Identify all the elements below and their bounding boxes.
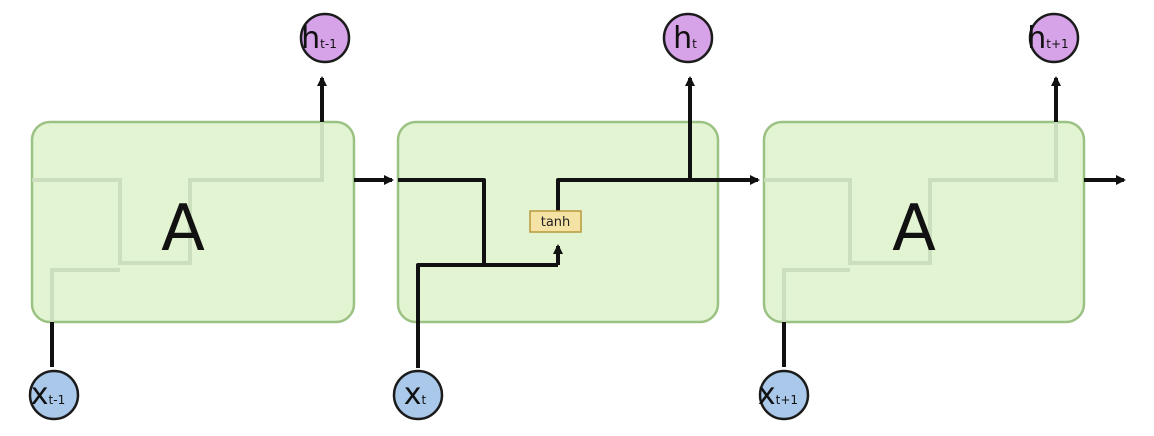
output-prev-symbol: h [301, 21, 320, 56]
input-prev-subscript: t-1 [49, 393, 66, 407]
svg-text:ht: ht [673, 21, 697, 56]
svg-text:xt: xt [404, 377, 427, 412]
svg-text:xt-1: xt-1 [31, 377, 65, 412]
rnn-cell-next: A [762, 120, 1086, 324]
output-next-symbol: h [1027, 21, 1046, 56]
input-next-subscript: t+1 [776, 393, 798, 407]
output-node-prev: ht-1 [299, 12, 351, 64]
output-node-next: ht+1 [1027, 12, 1080, 64]
cell-prev-ghost-wiring [32, 122, 324, 322]
cell-prev-label: A [161, 192, 205, 266]
rnn-cell-prev: A [30, 120, 356, 324]
input-node-current: xt [392, 369, 444, 421]
cell-next-label: A [892, 192, 936, 266]
input-prev-symbol: x [31, 377, 49, 412]
tanh-box [529, 210, 582, 233]
input-next-symbol: x [758, 377, 776, 412]
tanh-label: tanh [541, 215, 571, 230]
input-path-current [416, 263, 558, 368]
output-next-subscript: t+1 [1046, 37, 1068, 51]
output-prev-subscript: t-1 [320, 37, 337, 51]
output-current-symbol: h [673, 21, 692, 56]
input-node-prev: xt-1 [28, 369, 80, 421]
output-current-subscript: t [692, 37, 697, 51]
svg-text:ht-1: ht-1 [301, 21, 337, 56]
input-node-next: xt+1 [758, 369, 810, 421]
svg-text:ht+1: ht+1 [1027, 21, 1068, 56]
svg-text:xt+1: xt+1 [758, 377, 798, 412]
input-current-symbol: x [404, 377, 422, 412]
output-node-current: ht [662, 12, 714, 64]
activation-output-path [556, 178, 690, 212]
cell-next-ghost-wiring [764, 122, 1058, 322]
tanh-activation: tanh [529, 210, 582, 233]
input-current-subscript: t [422, 393, 427, 407]
